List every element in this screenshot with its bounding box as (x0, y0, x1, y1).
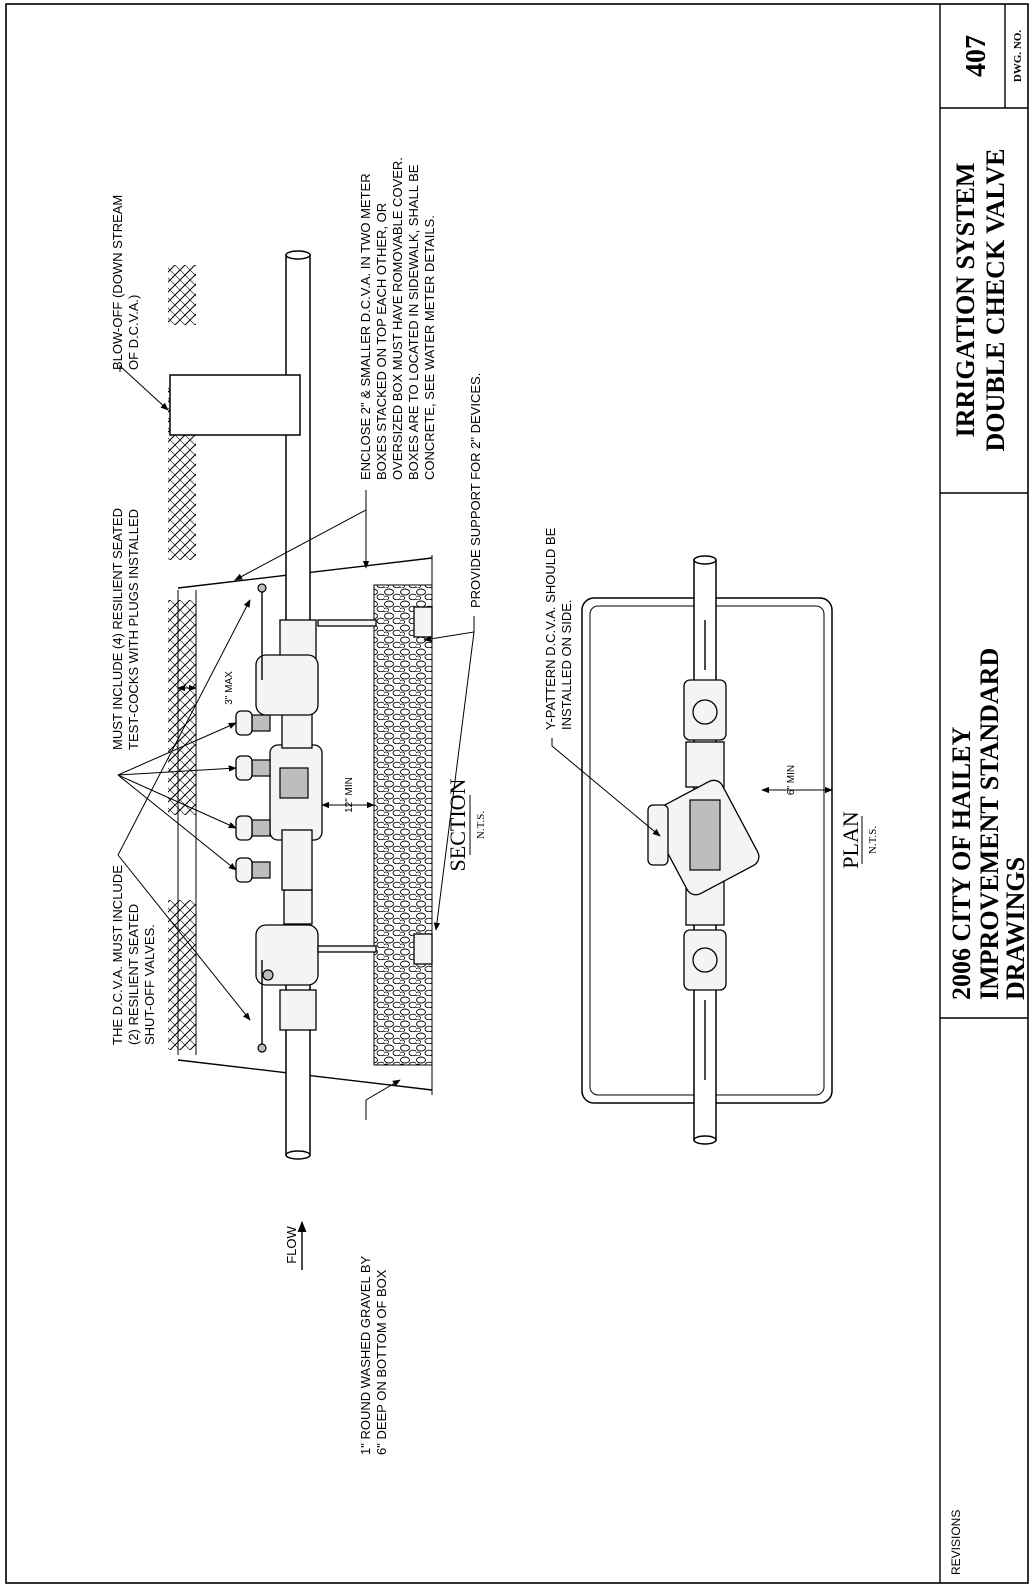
soil-hatch (168, 600, 196, 815)
test-cock (235, 857, 271, 883)
org-line-2: IMPROVEMENT STANDARD (975, 648, 1004, 1000)
gravel-bed (373, 584, 433, 1066)
flow-label: FLOW (284, 1225, 299, 1263)
note-enclose: ENCLOSE 2" & SMALLER D.C.V.A. IN TWO MET… (234, 157, 437, 581)
svg-text:BOXES STACKED ON TOP EACH OTHE: BOXES STACKED ON TOP EACH OTHER, OR (374, 203, 389, 480)
soil-hatch (168, 900, 196, 1050)
blow-off-riser (169, 374, 301, 436)
dwg-number-label: DWG. NO. (1012, 30, 1024, 83)
plan-title: PLAN (838, 811, 863, 869)
test-cock (235, 815, 271, 841)
svg-text:6" DEEP ON BOTTOM OF BOX: 6" DEEP ON BOTTOM OF BOX (374, 1269, 389, 1455)
dim-3-max: 3" MAX (224, 671, 235, 705)
svg-text:SHUT-OFF VALVES.: SHUT-OFF VALVES. (142, 924, 157, 1045)
org-line-1: 2006 CITY OF HAILEY (947, 727, 976, 1000)
svg-text:OVERSIZED BOX MUST HAVE ROMOVA: OVERSIZED BOX MUST HAVE ROMOVABLE COVER. (390, 157, 405, 480)
drawing-title-line-2: DOUBLE CHECK VALVE (981, 149, 1010, 452)
section-scale: N.T.S. (475, 811, 487, 839)
svg-text:MUST INCLUDE (4) RESILIENT SEA: MUST INCLUDE (4) RESILIENT SEATED (110, 508, 125, 750)
svg-text:PROVIDE SUPPORT FOR 2" DEVICES: PROVIDE SUPPORT FOR 2" DEVICES. (468, 373, 483, 608)
svg-text:ENCLOSE 2" & SMALLER D.C.V.A.: ENCLOSE 2" & SMALLER D.C.V.A. IN TWO MET… (358, 173, 373, 480)
svg-text:BOXES ARE TO LOCATED IN SIDEWA: BOXES ARE TO LOCATED IN SIDEWALK, SHALL … (406, 164, 421, 480)
dim-6-min: 6" MIN (786, 765, 797, 795)
y-pattern-dcva (647, 779, 760, 896)
shutoff-valve (279, 989, 317, 1031)
shutoff-valve (279, 619, 317, 661)
section-title: SECTION (445, 778, 470, 871)
note-support: PROVIDE SUPPORT FOR 2" DEVICES. (423, 373, 483, 931)
plan-view: 6" MIN PLAN N.T.S. Y-PATTERN D.C.V.A. SH… (543, 527, 879, 1145)
sheet-border (5, 3, 1029, 1584)
test-cock (235, 755, 271, 781)
dim-12-min: 12" MIN (344, 777, 355, 813)
title-block: 407 DWG. NO. IRRIGATION SYSTEM DOUBLE CH… (939, 4, 1030, 1583)
pipe-support (317, 945, 377, 953)
svg-text:INSTALLED ON SIDE.: INSTALLED ON SIDE. (559, 599, 574, 730)
drawing-title-line-1: IRRIGATION SYSTEM (951, 163, 980, 438)
org-line-3: DRAWINGS (1001, 857, 1030, 1000)
plan-scale: N.T.S. (867, 826, 879, 854)
svg-text:(2) RESILIENT SEATED: (2) RESILIENT SEATED (126, 904, 141, 1045)
svg-text:THE D.C.V.A. MUST INCLUDE: THE D.C.V.A. MUST INCLUDE (110, 865, 125, 1045)
dwg-number: 407 (961, 35, 992, 77)
note-y-pattern: Y-PATTERN D.C.V.A. SHOULD BE INSTALLED O… (543, 527, 661, 837)
section-view: 3" MAX 12" MIN SECTION N.T.S. FLOW 1" RO… (110, 157, 487, 1455)
test-cock (235, 710, 271, 736)
svg-text:OF D.C.V.A.): OF D.C.V.A.) (126, 295, 141, 370)
svg-text:BLOW-OFF (DOWN STREAM: BLOW-OFF (DOWN STREAM (110, 195, 125, 370)
svg-text:Y-PATTERN D.C.V.A. SHOULD BE: Y-PATTERN D.C.V.A. SHOULD BE (543, 527, 558, 730)
note-dcva-shutoff: THE D.C.V.A. MUST INCLUDE (2) RESILIENT … (110, 599, 251, 1045)
svg-text:CONCRETE, SEE WATER METER DETA: CONCRETE, SEE WATER METER DETAILS. (422, 215, 437, 480)
svg-text:TEST-COCKS WITH PLUGS INSTALLE: TEST-COCKS WITH PLUGS INSTALLED (126, 509, 141, 750)
pipe-support (317, 619, 377, 627)
revisions-label: REVISIONS (949, 1510, 963, 1575)
note-gravel: 1" ROUND WASHED GRAVEL BY 6" DEEP ON BOT… (358, 1079, 401, 1455)
soil-hatch (168, 265, 196, 325)
note-blow-off: BLOW-OFF (DOWN STREAM OF D.C.V.A.) (110, 195, 169, 411)
svg-text:1" ROUND WASHED GRAVEL BY: 1" ROUND WASHED GRAVEL BY (358, 1256, 373, 1455)
note-test-cocks: MUST INCLUDE (4) RESILIENT SEATED TEST-C… (110, 508, 237, 871)
